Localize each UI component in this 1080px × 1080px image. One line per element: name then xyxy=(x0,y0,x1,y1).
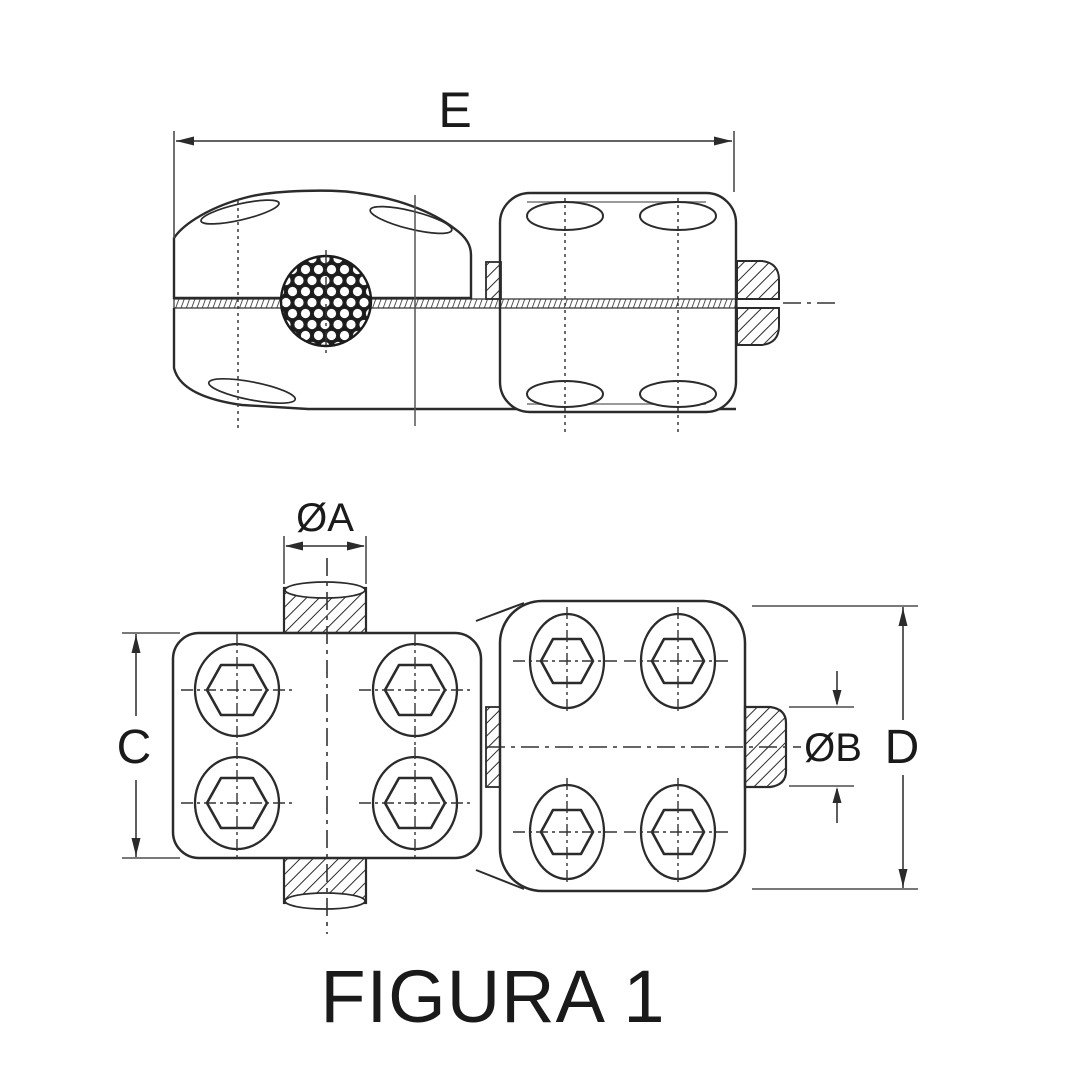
front-view: ØA C ØB xyxy=(117,496,920,934)
cable-stub-bottom xyxy=(282,856,368,910)
cable-cross-section xyxy=(279,250,373,354)
top-facet-left xyxy=(200,199,280,225)
conductor-stub-right-top-view xyxy=(736,260,838,346)
terminal-slots xyxy=(526,201,717,408)
terminal-bolt-axes xyxy=(564,198,679,434)
dimension-d: D xyxy=(752,605,920,890)
dimension-ob-label: ØB xyxy=(804,726,862,770)
parting-band xyxy=(173,298,738,309)
dimension-d-label: D xyxy=(885,721,920,774)
dimension-ob: ØB xyxy=(789,671,862,823)
top-view: E xyxy=(172,82,838,434)
center-lines xyxy=(326,558,801,934)
conductor-stub-middle-top-view xyxy=(485,261,502,300)
dimension-oa-label: ØA xyxy=(296,496,354,540)
cable-stub-top xyxy=(282,581,368,635)
top-facet-right xyxy=(369,205,453,235)
figure-caption: FIGURA 1 xyxy=(320,955,665,1038)
clamp-lower-body-outline xyxy=(172,308,736,411)
taper-transition-lines xyxy=(475,602,525,890)
dimension-e-label: E xyxy=(438,82,471,138)
bottom-facet-left xyxy=(207,377,297,405)
dimension-e: E xyxy=(173,82,735,238)
dimension-c: C xyxy=(117,632,180,859)
clamp-construction-lines xyxy=(237,195,416,432)
dimension-oa: ØA xyxy=(283,496,367,584)
dimension-c-label: C xyxy=(117,721,152,774)
